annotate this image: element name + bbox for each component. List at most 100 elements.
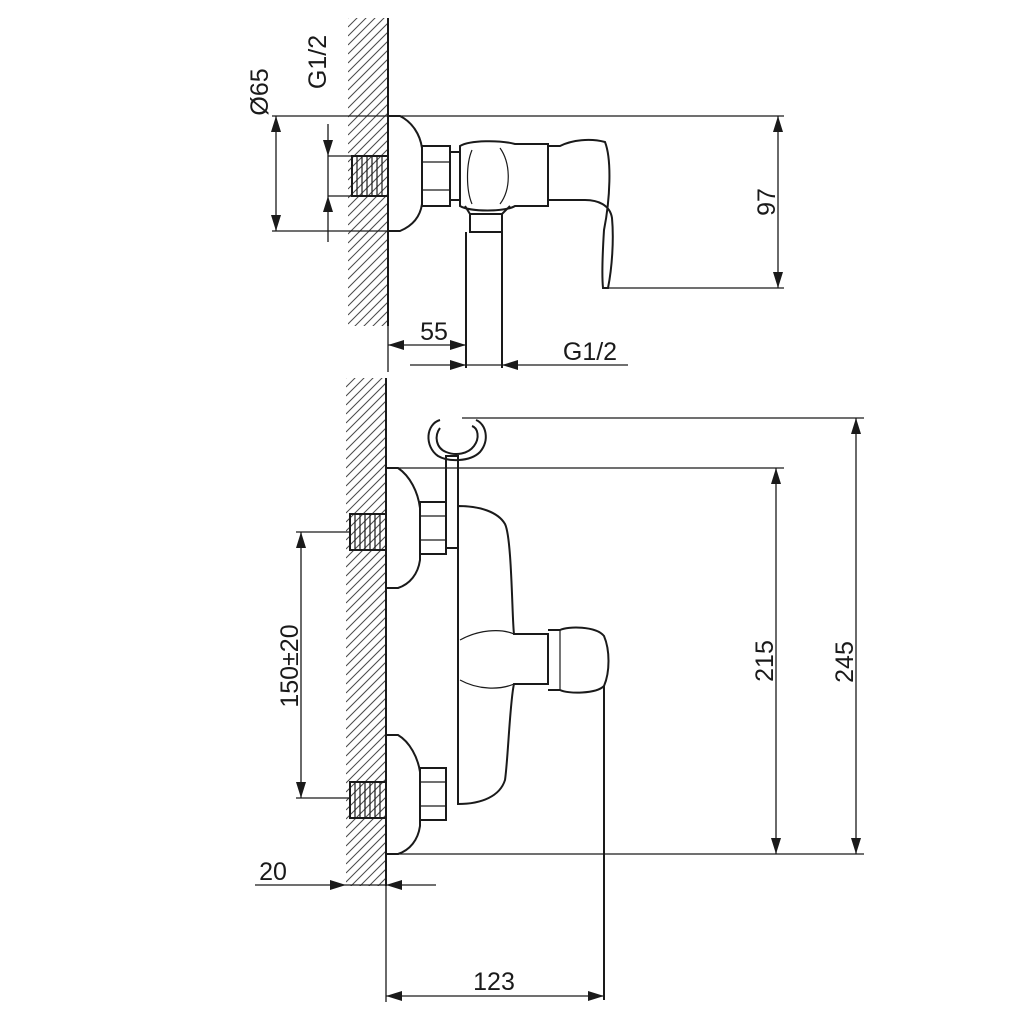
hatch-line [346, 472, 386, 514]
hatch-line [348, 18, 349, 19]
lever-handle-front [548, 626, 610, 1000]
mixer-body-front [457, 504, 549, 806]
hatch-line [346, 887, 386, 927]
hatch-line [346, 643, 386, 685]
hatch-line [346, 391, 386, 433]
wall-20-label: 20 [259, 858, 287, 886]
hatch-line [346, 841, 386, 883]
hatch-line [348, 365, 388, 405]
hatch-line [346, 445, 386, 487]
dim-height-97: 97 [400, 115, 784, 289]
hatch-line [348, 18, 367, 37]
top-view: Ø65 G1/2 97 55 [246, 18, 784, 405]
dim-height-215: 215 [398, 467, 864, 855]
depth-123-label: 123 [473, 968, 515, 996]
hatch-line [346, 427, 386, 469]
hatch-line [346, 715, 386, 757]
hatch-line [348, 220, 388, 262]
hatch-line [346, 661, 386, 703]
mixer-body-top [459, 140, 549, 233]
spacing-label: 150±20 [276, 624, 304, 707]
hatch-line [348, 166, 388, 208]
hatch-line [348, 58, 388, 100]
hatch-line [350, 850, 386, 886]
hex-nut-top [421, 145, 451, 207]
hatch-line [346, 490, 386, 532]
hatch-line [346, 378, 383, 415]
hatch-line [348, 356, 388, 396]
hatch-line [346, 896, 386, 936]
wall-thread-upper [349, 513, 387, 551]
hatch-line [348, 338, 388, 378]
hatch-line [346, 589, 386, 631]
hatch-line [348, 238, 388, 280]
hatch-line [348, 85, 388, 127]
hatch-line [346, 400, 386, 442]
dim-spacing: 150±20 [276, 531, 350, 799]
hatch-line [348, 211, 388, 253]
hatch-line [348, 184, 388, 226]
hex-nut-upper [419, 501, 447, 555]
hatch-line [346, 378, 365, 397]
hatch-line [348, 202, 388, 244]
hatch-line [348, 256, 388, 298]
hatch-line [346, 724, 386, 766]
hatch-line [348, 18, 358, 28]
hatch-line [346, 571, 386, 613]
wall-section-top [348, 18, 389, 405]
dim-wall-20: 20 [255, 858, 436, 890]
hatch-line [348, 139, 388, 181]
hatch-line [381, 319, 388, 326]
hatch-line [348, 157, 388, 199]
hatch-line [346, 463, 386, 505]
hatch-line [346, 923, 386, 963]
hatch-line [348, 22, 388, 64]
hatch-line [346, 535, 386, 577]
hatch-line [346, 607, 386, 649]
hatch-line [346, 598, 386, 640]
hatch-line [346, 378, 374, 406]
hatch-line [346, 382, 386, 424]
hatch-line [348, 49, 388, 91]
hatch-line [346, 769, 386, 811]
escutcheon-upper [386, 467, 421, 589]
hatch-line [346, 580, 386, 622]
hatch-line [354, 292, 388, 326]
hatch-line [346, 409, 386, 451]
dim-thread: G1/2 [304, 35, 352, 242]
escutcheon-lower [386, 734, 421, 855]
hatch-line [346, 742, 386, 784]
hatch-line [372, 310, 388, 326]
hatch-line [346, 481, 386, 523]
height-215-label: 215 [751, 640, 779, 682]
escutcheon-top [388, 115, 423, 232]
hatch-line [346, 914, 386, 954]
hatch-line [348, 40, 388, 82]
hatch-line [346, 625, 386, 667]
hatch-line [346, 751, 386, 793]
hatch-line [346, 652, 386, 694]
hatch-line [346, 553, 386, 595]
hatch-line [346, 706, 386, 748]
front-view: 150±20 215 245 20 [255, 378, 864, 1002]
hatch-line [348, 31, 388, 73]
hatch-line [346, 670, 386, 712]
hatch-line [346, 517, 386, 559]
hatch-line [348, 18, 385, 55]
hatch-line [348, 329, 388, 369]
hatch-line [346, 418, 386, 460]
hatch-line [348, 347, 388, 387]
hatch-line [346, 787, 386, 829]
dim-offset-55: 55 [387, 318, 466, 372]
hatch-line [348, 265, 388, 307]
hatch-line [346, 733, 386, 775]
hatch-line [346, 688, 386, 730]
hatch-line [348, 76, 388, 118]
hatch-line [346, 378, 347, 379]
hatch-line [346, 814, 386, 856]
height-97-label: 97 [753, 188, 781, 216]
hatch-line [346, 616, 386, 658]
hatch-line [346, 805, 386, 847]
hatch-line [346, 679, 386, 721]
